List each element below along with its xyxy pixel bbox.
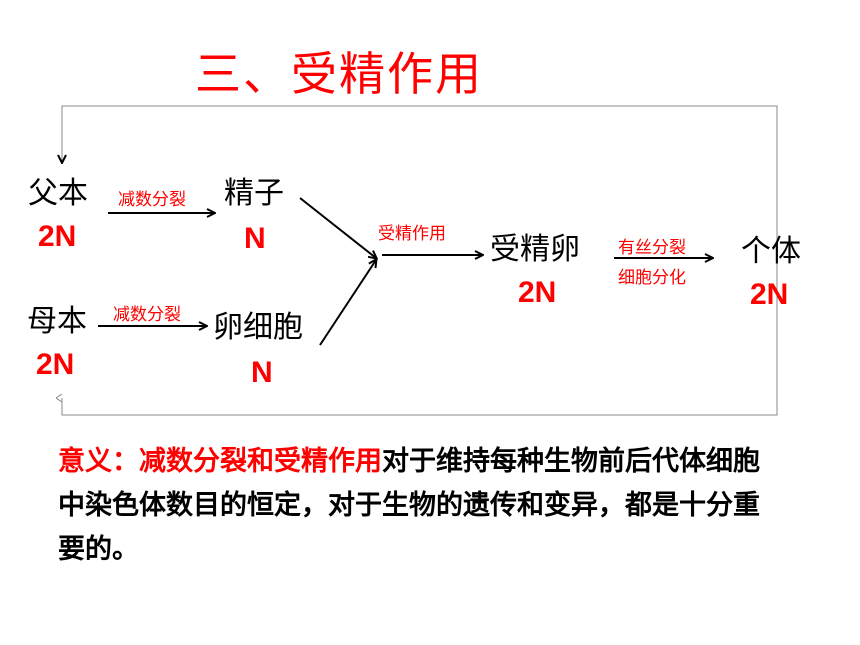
significance-text: 对于维持每种生物前后代体细胞中染色体数目的恒定，对于生物的遗传和变异，都是十分重… [58,446,760,565]
process-differentiation: 细胞分化 [618,268,686,288]
significance-label: 意义： [58,446,139,477]
ploidy-zygote: 2N [518,276,557,309]
arrow-sperm-to-fusion [299,197,376,258]
process-meiosis-father: 减数分裂 [118,190,186,210]
node-zygote: 受精卵 [490,232,580,267]
ploidy-mother: 2N [36,348,75,381]
node-mother: 母本 [27,304,87,339]
process-meiosis-mother: 减数分裂 [113,305,181,325]
significance-paragraph: 意义：减数分裂和受精作用对于维持每种生物前后代体细胞中染色体数目的恒定，对于生物… [58,440,778,572]
cycle-loop-line [61,105,778,416]
significance-highlight: 减数分裂和受精作用 [139,446,382,477]
slide-title: 三、受精作用 [195,47,483,101]
node-egg: 卵细胞 [213,310,303,345]
process-fertilization: 受精作用 [378,224,446,244]
ploidy-egg: N [251,356,273,389]
ploidy-sperm: N [244,222,266,255]
ploidy-father: 2N [38,220,77,253]
arrow-egg-to-fusion [319,260,376,346]
node-individual: 个体 [741,234,801,269]
ploidy-individual: 2N [750,278,789,311]
node-sperm: 精子 [224,176,284,211]
node-father: 父本 [28,176,88,211]
process-mitosis: 有丝分裂 [618,238,686,258]
